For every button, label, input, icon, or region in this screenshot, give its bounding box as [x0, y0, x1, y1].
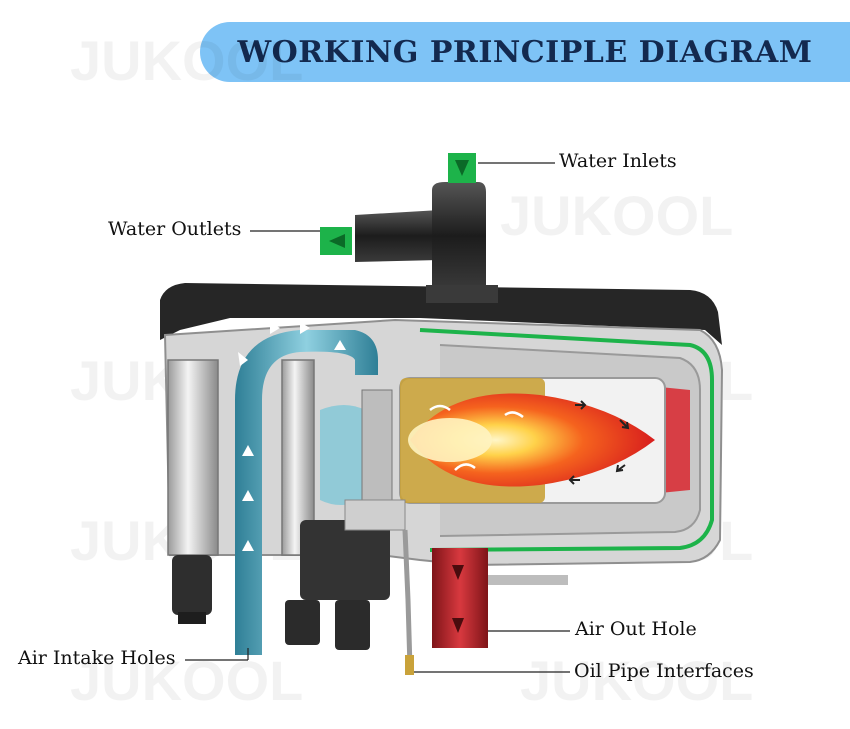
label-water-inlets: Water Inlets: [559, 150, 677, 172]
glow-plug-assembly: [361, 389, 393, 501]
label-water-outlets: Water Outlets: [108, 218, 242, 240]
left-cylinder: [167, 359, 219, 556]
water-inlet-arrow: [448, 153, 476, 183]
flame-swirl-arrows: [429, 404, 524, 471]
exhaust-pipe: [432, 548, 488, 648]
watermark-text: JUKOOL: [70, 29, 303, 92]
title-banner: WORKING PRINCIPLE DIAGRAM: [200, 22, 850, 82]
label-air-intake-holes: Air Intake Holes: [18, 647, 176, 669]
air-flow-arrows: [238, 322, 346, 551]
water-outlet-arrow: [320, 227, 352, 255]
page-title: WORKING PRINCIPLE DIAGRAM: [237, 34, 813, 70]
hot-gas-flow-arrows: [568, 400, 630, 485]
oil-pipe-tip: [405, 655, 414, 675]
flame: [410, 393, 655, 487]
top-housing: [160, 283, 722, 345]
label-air-out-hole: Air Out Hole: [575, 618, 697, 640]
air-intake-channel: [235, 330, 378, 655]
connector-plug: [172, 555, 212, 615]
callout-leader-lines: [185, 162, 570, 673]
fuel-pump-block: [300, 520, 390, 600]
watermark-text: JUKOOL: [500, 184, 733, 247]
watermark-text: JUKOOL: [520, 649, 753, 712]
exhaust-flow-arrows: [452, 565, 464, 633]
heat-exchanger-channel: [419, 328, 714, 552]
water-outlet-pipe: [355, 210, 440, 262]
label-oil-pipe-interfaces: Oil Pipe Interfaces: [574, 660, 754, 682]
water-inlet-pipe: [432, 182, 486, 290]
oil-pipe: [402, 529, 413, 669]
